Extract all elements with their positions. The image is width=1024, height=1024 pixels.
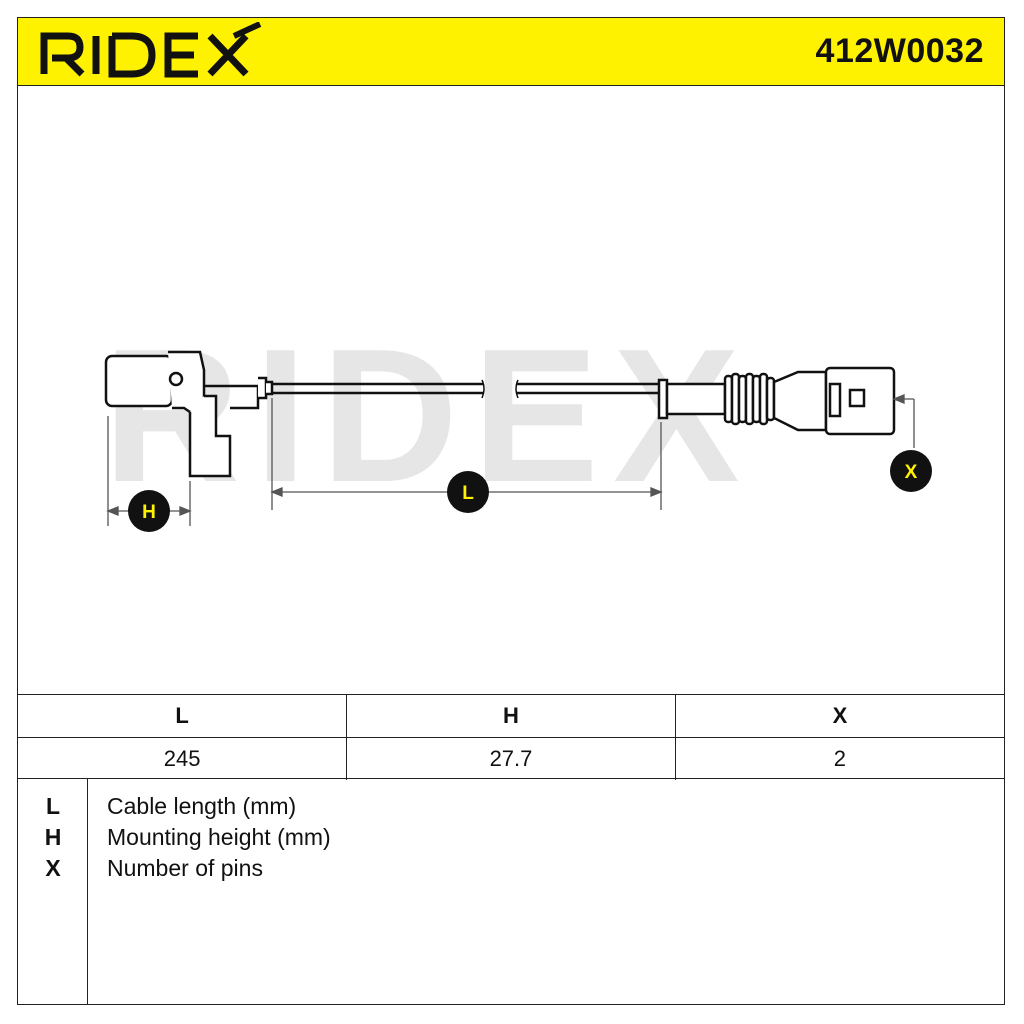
spec-table: L H X 245 27.7 2 [18, 694, 1004, 780]
legend-item: H Mounting height (mm) [18, 824, 1004, 855]
marker-h: H [128, 490, 170, 532]
legend-key-column [18, 779, 88, 1004]
marker-h-label: H [142, 502, 156, 523]
legend-description: Mounting height (mm) [107, 824, 331, 850]
connector-boot [772, 370, 828, 432]
spec-value-h: 27.7 [346, 737, 676, 780]
marker-l-label: L [462, 483, 474, 504]
legend: L Cable length (mm) H Mounting height (m… [18, 778, 1004, 1004]
spec-value-row: 245 27.7 2 [18, 737, 1004, 780]
spec-header-row: L H X [18, 694, 1004, 738]
spec-value-x: 2 [675, 737, 1004, 780]
sensor-drawing: RIDEX [103, 310, 932, 532]
spec-header-h: H [346, 694, 676, 738]
legend-key: L [45, 793, 61, 819]
legend-key: X [45, 855, 61, 881]
marker-x-label: X [905, 462, 918, 483]
header-bar: 412W0032 [18, 18, 1004, 86]
legend-description: Number of pins [107, 855, 263, 881]
technical-drawing: RIDEX [18, 86, 1004, 694]
sensor-head [104, 354, 174, 408]
legend-key: H [44, 824, 62, 850]
marker-x: X [890, 450, 932, 492]
legend-description: Cable length (mm) [107, 793, 297, 819]
bellows [723, 372, 776, 426]
part-number: 412W0032 [815, 32, 984, 70]
legend-item: L Cable length (mm) [18, 793, 1004, 824]
mounting-flange [188, 394, 232, 478]
product-sheet: 412W0032 RIDEX [17, 17, 1005, 1005]
spec-header-l: L [18, 694, 348, 738]
legend-item: X Number of pins [18, 855, 1004, 886]
spec-value-l: 245 [18, 737, 348, 780]
ridex-logo [40, 22, 262, 78]
cable [272, 382, 661, 395]
marker-l: L [447, 471, 489, 513]
spec-header-x: X [675, 694, 1004, 738]
